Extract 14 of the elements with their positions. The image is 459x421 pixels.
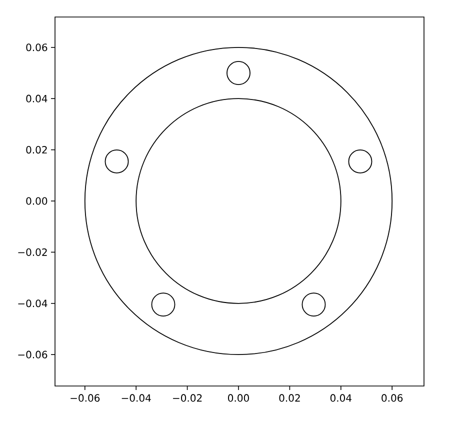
- tick-label: 0.00: [26, 197, 48, 205]
- tick-label: −0.06: [18, 350, 48, 358]
- tick-label: 0.04: [330, 394, 352, 402]
- tick-label: −0.04: [122, 394, 151, 402]
- tick-label: 0.06: [382, 394, 403, 402]
- tick-label: −0.04: [18, 300, 48, 308]
- tick-label: 0.00: [228, 394, 249, 402]
- tick-label: −0.02: [18, 248, 47, 256]
- tick-label: 0.02: [26, 146, 47, 154]
- tick-label: 0.02: [279, 394, 300, 402]
- tick-label: 0.06: [26, 44, 48, 52]
- tick-label: −0.02: [173, 394, 202, 402]
- tick-label: −0.06: [70, 394, 100, 402]
- tick-label: 0.04: [26, 94, 48, 102]
